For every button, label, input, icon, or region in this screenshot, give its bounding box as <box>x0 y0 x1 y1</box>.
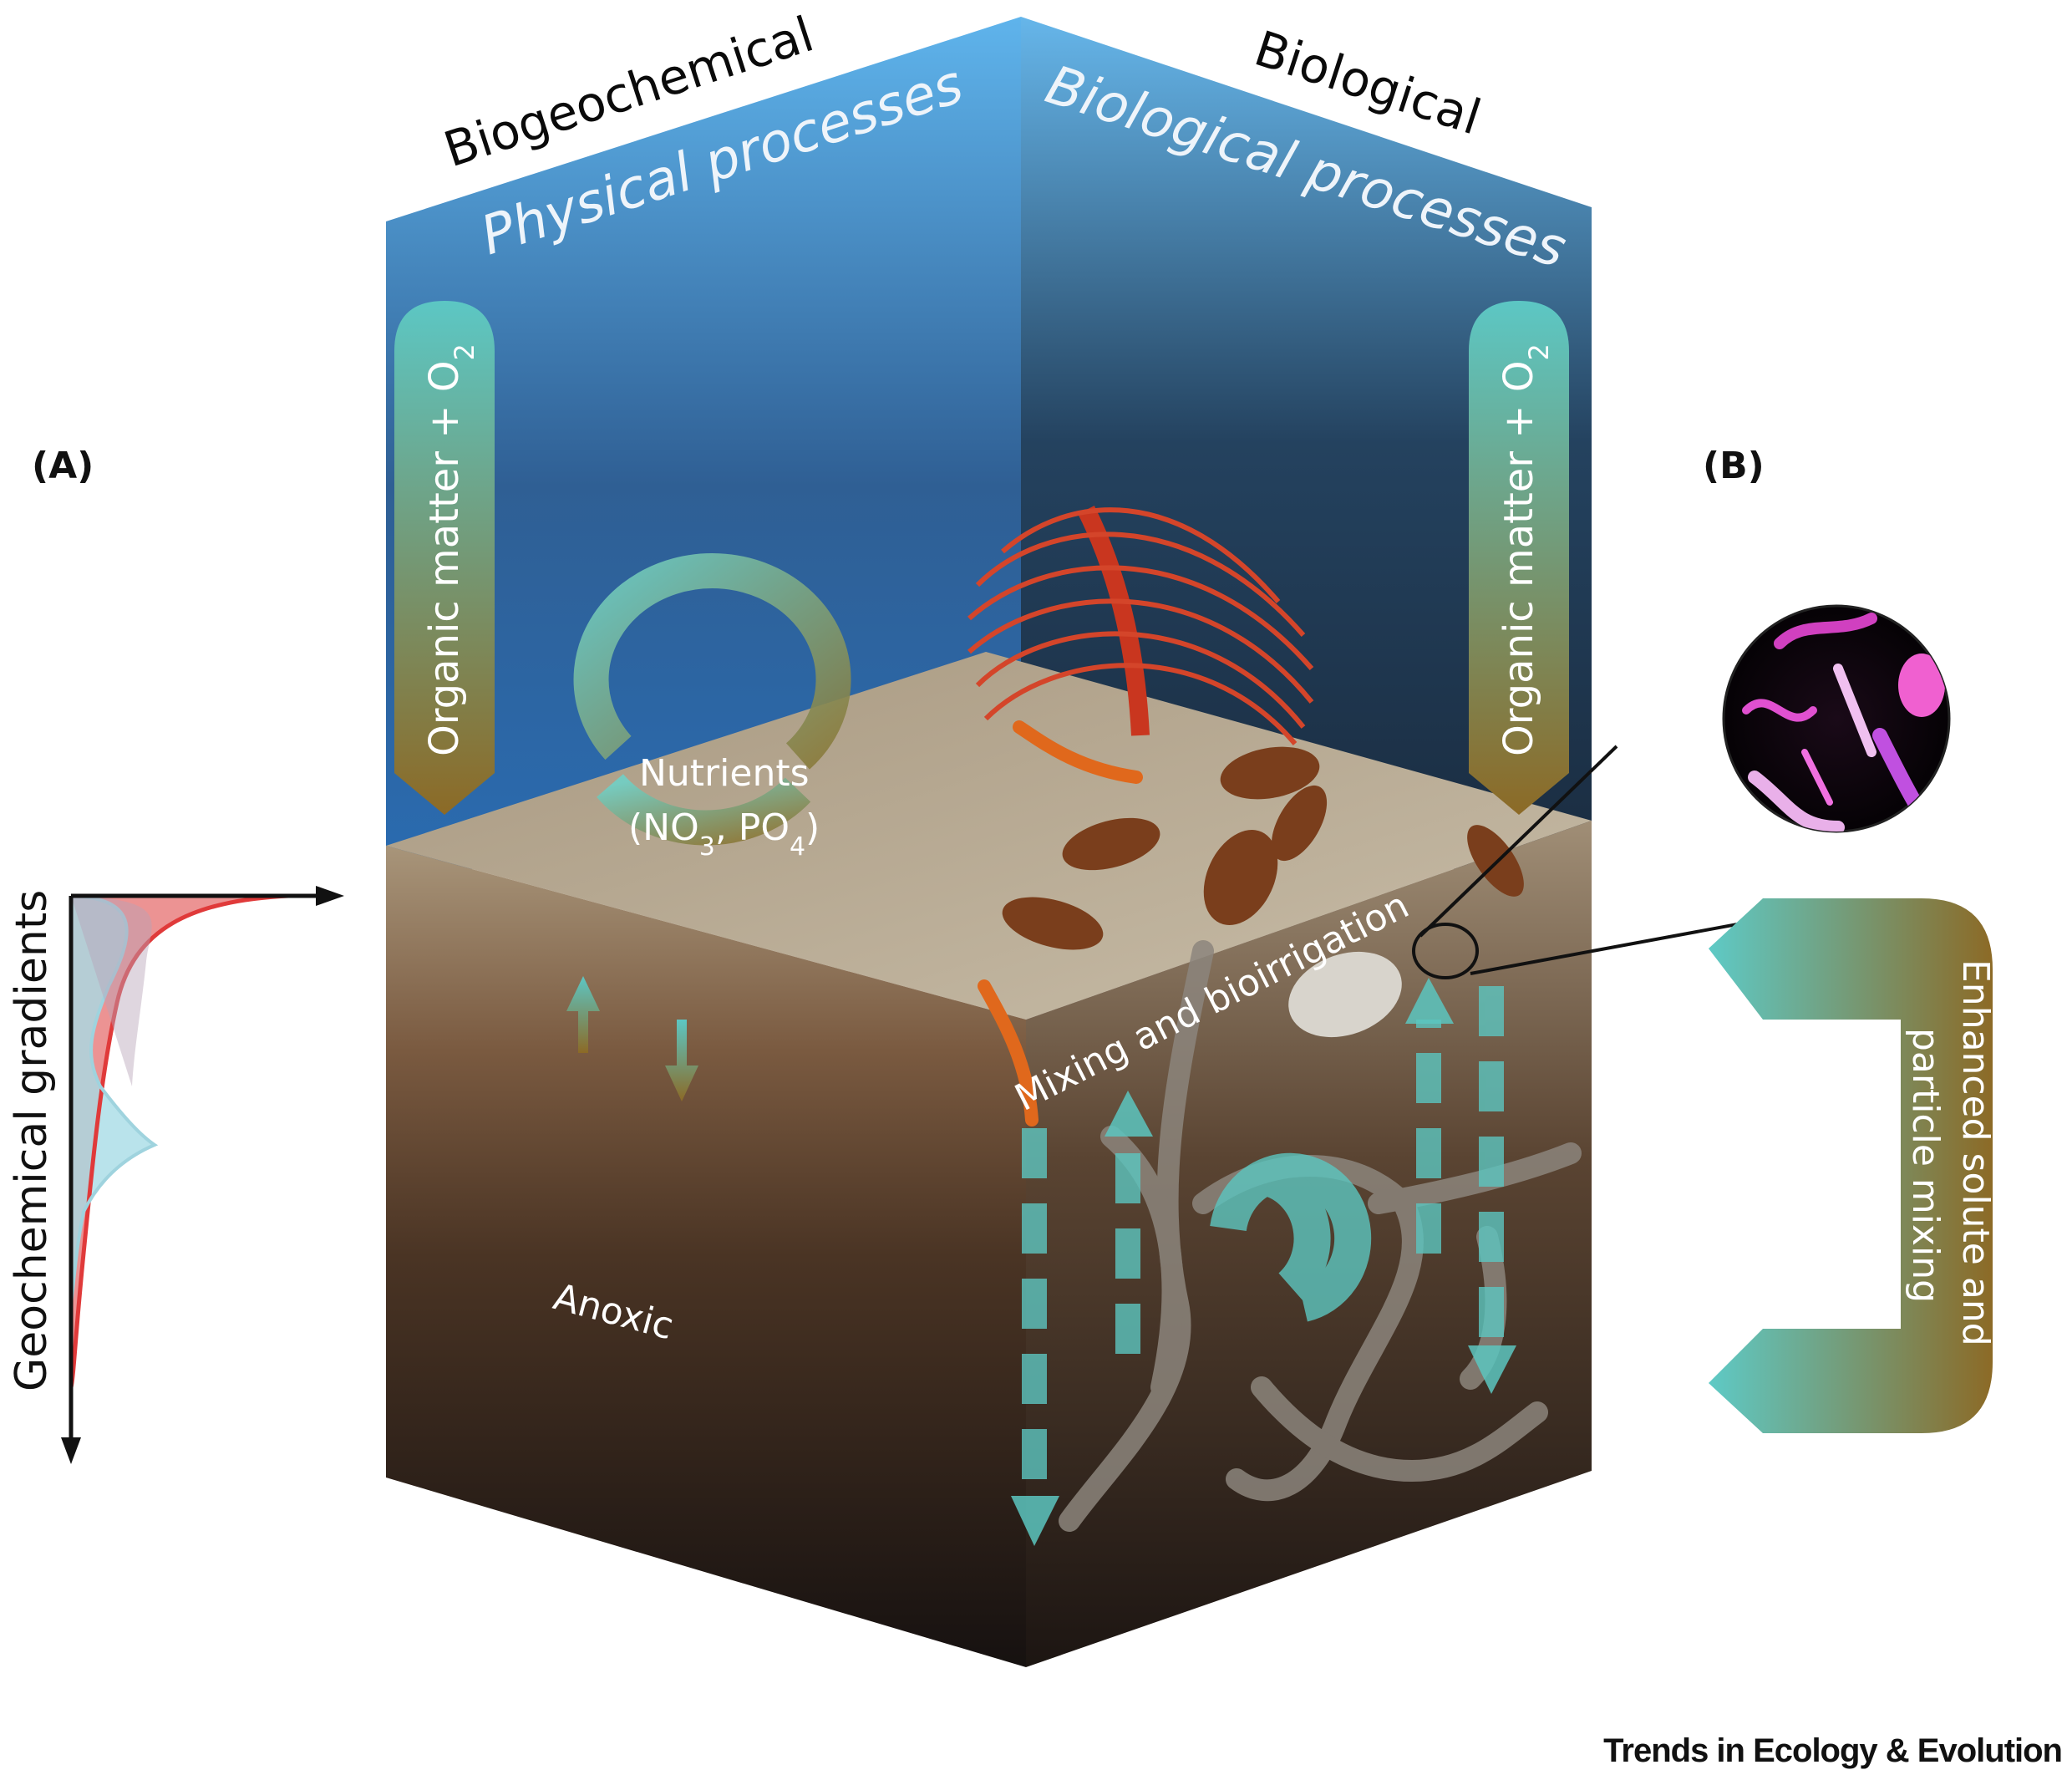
bioirrigation-arrows <box>1022 986 1504 1496</box>
organic-matter-label-left: Organic matter + O2 <box>421 343 480 756</box>
geochemical-gradients-label: Geochemical gradients <box>7 890 57 1391</box>
nutrients-label: Nutrients <box>639 752 810 795</box>
enhanced-mixing-arrow: Enhanced solute and particle mixing <box>1709 898 1997 1433</box>
geochemical-profile <box>61 886 344 1464</box>
nutrients-cycle: Nutrients (NO3, PO4) <box>573 553 851 862</box>
panel-label-a: (A) <box>32 445 94 487</box>
meiofauna-micrograph <box>1722 604 1951 833</box>
diffusion-arrows <box>566 976 698 1101</box>
nutrients-formula: (NO3, PO4) <box>628 806 820 862</box>
journal-credit: Trends in Ecology & Evolution <box>1603 1732 2062 1769</box>
sea-pen-illustration <box>967 506 1314 745</box>
enhanced-mixing-line2: particle mixing <box>1904 1028 1947 1303</box>
water-column <box>386 17 1592 869</box>
enhanced-mixing-line1: Enhanced solute and <box>1954 959 1997 1346</box>
sediment-block <box>386 506 1592 1667</box>
organic-matter-arrow-right: Organic matter + O2 <box>1469 301 1569 815</box>
organic-matter-arrow-left: Organic matter + O2 <box>394 301 495 815</box>
organic-matter-label-right: Organic matter + O2 <box>1496 343 1555 756</box>
panel-label-b: (B) <box>1703 445 1765 487</box>
